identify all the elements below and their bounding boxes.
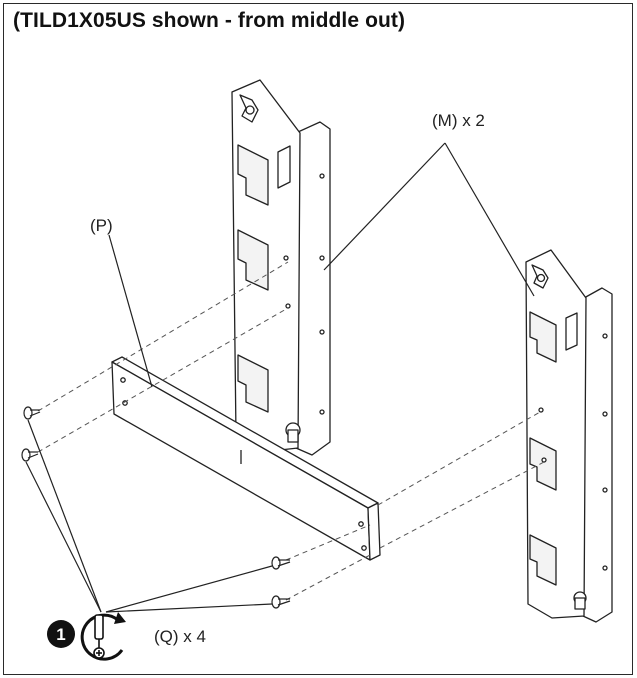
alignment-guides xyxy=(37,261,545,601)
screw-4 xyxy=(271,595,291,609)
bracket-label: (M) x 2 xyxy=(432,111,485,130)
mounting-plate xyxy=(111,356,381,561)
screws-label: (Q) x 4 xyxy=(154,627,206,646)
step-badge: 1 xyxy=(47,620,75,648)
screws xyxy=(21,406,291,609)
leader-lines xyxy=(25,142,535,613)
mounting-bracket-left xyxy=(231,79,331,456)
screw-1 xyxy=(23,406,41,420)
screw-3 xyxy=(271,556,291,570)
mounting-bracket-right xyxy=(525,249,613,623)
screwdriver-icon xyxy=(80,612,126,661)
diagram-title: (TILD1X05US shown - from middle out) xyxy=(13,9,406,32)
plate-label: (P) xyxy=(90,216,113,235)
step-number: 1 xyxy=(56,625,65,644)
screw-2 xyxy=(21,448,39,462)
